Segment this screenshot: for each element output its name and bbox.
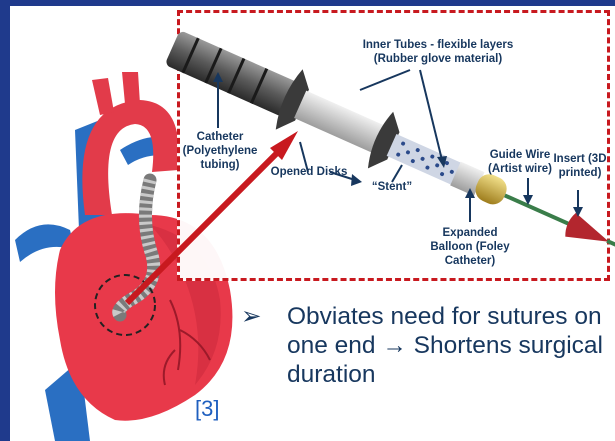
- citation: [3]: [195, 396, 219, 422]
- bullet-text: Obviates need for sutures on one end → S…: [287, 302, 615, 389]
- bullet-arrow-icon: ➢: [241, 302, 262, 331]
